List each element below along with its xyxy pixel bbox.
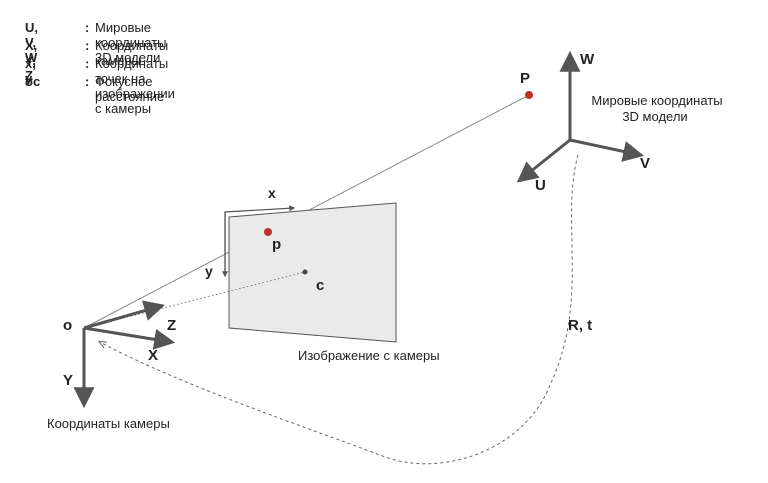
legend-colon: : xyxy=(85,74,90,89)
world-title-line1: Мировые координаты xyxy=(591,93,722,108)
point-p-label: p xyxy=(272,236,281,253)
legend-colon: : xyxy=(85,56,90,71)
legend-description: Координаты точек на изображении с камеры xyxy=(95,56,175,116)
world-axis-v-label: V xyxy=(640,155,650,172)
camera-axis-y-label: Y xyxy=(63,372,73,389)
world-axis-u xyxy=(516,138,571,183)
image-plane xyxy=(228,202,397,343)
legend-description: Фокусное расстояние xyxy=(95,74,165,104)
point-c xyxy=(302,269,308,275)
legend-description: Координаты камеры xyxy=(95,38,169,68)
camera-origin-label: o xyxy=(63,317,72,334)
point-p xyxy=(264,228,272,236)
legend-symbol: oc xyxy=(25,74,41,89)
legend-colon: : xyxy=(85,38,90,53)
legend-symbol: X, Y, Z xyxy=(25,38,38,83)
legend-description: Мировые координаты 3D модели xyxy=(95,20,167,65)
world-axis-v xyxy=(569,138,645,162)
camera-axis-x-label: X xyxy=(148,347,158,364)
image-axis-y-label: y xyxy=(205,263,213,279)
world-axis-u-label: U xyxy=(535,177,546,194)
transform-label: R, t xyxy=(568,317,592,334)
transform-curve xyxy=(100,154,579,465)
world-title-line2: 3D модели xyxy=(622,109,687,124)
point-c-label: c xyxy=(316,277,324,294)
point-P xyxy=(525,91,533,99)
world-axis-w-label: W xyxy=(580,51,595,68)
camera-axis-x xyxy=(83,326,176,350)
legend-colon: : xyxy=(85,20,90,35)
legend-symbol: U, V, W xyxy=(25,20,38,65)
image-plane-caption: Изображение с камеры xyxy=(298,348,440,363)
camera-axis-z xyxy=(83,300,166,330)
legend-symbol: x, y xyxy=(25,56,36,86)
camera-axis-z-label: Z xyxy=(167,317,176,334)
camera-caption: Координаты камеры xyxy=(47,416,170,431)
point-P-label: P xyxy=(520,70,530,87)
image-axis-x-label: x xyxy=(268,185,276,201)
